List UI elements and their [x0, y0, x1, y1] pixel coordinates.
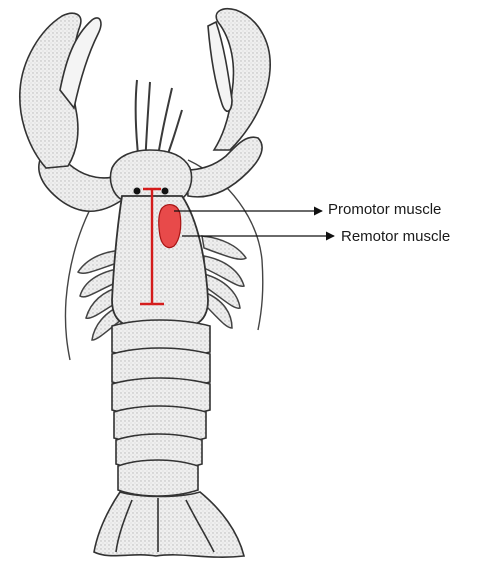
walking-legs-right: [202, 236, 246, 328]
remotor-muscle-label: Remotor muscle: [341, 228, 450, 245]
tail-fan: [94, 492, 244, 557]
right-cheliped: [186, 9, 270, 197]
promotor-muscle-label: Promotor muscle: [328, 201, 441, 218]
left-cheliped: [20, 13, 122, 211]
abdomen: [112, 320, 210, 496]
